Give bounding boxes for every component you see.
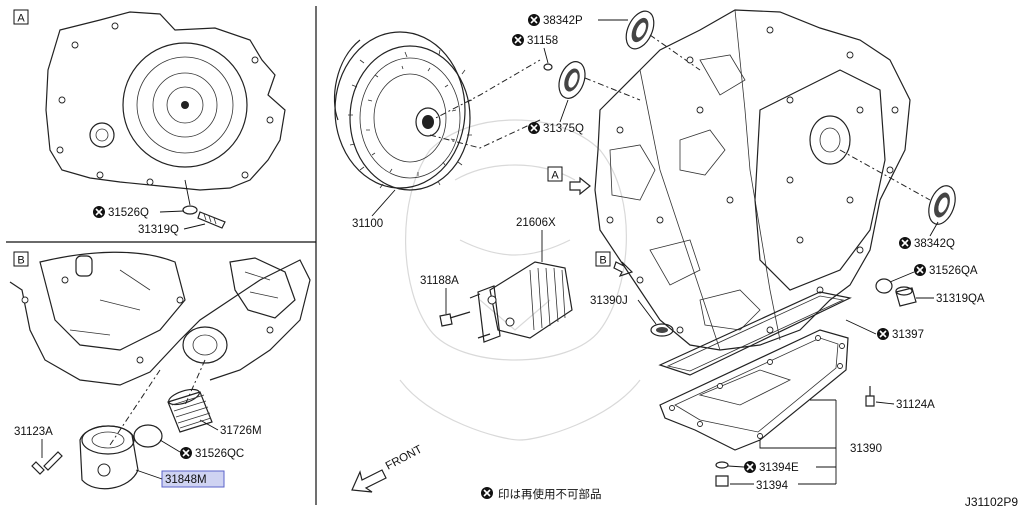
callout-31397: 31397 [845, 319, 924, 341]
legend: 印は再使用不可部品 [480, 486, 602, 501]
part-label-38342p: 38342P [543, 15, 583, 27]
callout-31100: 31100 [352, 189, 396, 230]
part-label-31319qa: 31319QA [936, 293, 985, 305]
section-b-box: B [13, 251, 29, 267]
part-label-31526q: 31526Q [108, 207, 149, 219]
pin-31158 [543, 63, 553, 71]
part-label-31394e: 31394E [759, 462, 799, 474]
watermark [399, 119, 641, 441]
transaxle-case [594, 9, 931, 351]
part-label-31397: 31397 [892, 329, 924, 341]
part-label-31158: 31158 [527, 35, 558, 47]
diagram-code: J31102P9 [965, 495, 1018, 509]
part-label-31123a: 31123A [14, 426, 53, 438]
callout-31124a: 31124A [875, 399, 935, 411]
callout-31188a: 31188A [420, 275, 459, 314]
legend-text: 印は再使用不可部品 [498, 487, 602, 501]
callout-31158: 31158 [511, 33, 558, 64]
oil-cooler-21606x [469, 261, 573, 343]
callout-31526q: 31526Q [92, 205, 185, 219]
bolt-31188a [439, 311, 471, 327]
callout-31375q: 31375Q [527, 99, 584, 135]
washer-31526qa [875, 278, 893, 294]
view-arrow-b: B [595, 251, 634, 278]
oil-filter-31726m [167, 388, 213, 433]
oil-seal-38342p [625, 10, 655, 50]
bolt-31124a [865, 386, 875, 407]
callout-31394: 31394 [730, 480, 836, 492]
callout-21606x: 21606X [516, 217, 556, 262]
part-label-31390: 31390 [850, 443, 882, 455]
section-a-box: A [13, 9, 29, 25]
view-arrow-a-letter: A [551, 170, 559, 182]
part-label-31319q: 31319Q [138, 224, 179, 236]
part-label-31390j: 31390J [590, 295, 628, 307]
oil-pan-31390 [659, 329, 849, 451]
transaxle-housing-side-view [9, 251, 311, 446]
section-a-letter: A [17, 13, 25, 25]
plug-31319qa [895, 286, 917, 307]
part-label-31124a: 31124A [896, 399, 935, 411]
torque-converter-31100 [333, 31, 473, 191]
view-arrow-a: A [547, 166, 591, 196]
callout-38342q: 38342Q [898, 221, 955, 250]
front-direction-arrow: FRONT [351, 443, 425, 493]
callout-31526qc: 31526QC [159, 439, 244, 460]
oil-seal-31375q [558, 61, 586, 99]
transaxle-housing-front-view [45, 11, 286, 229]
callout-31123a: 31123A [14, 426, 53, 458]
part-label-38342q: 38342Q [914, 238, 955, 250]
gasket-31397 [658, 291, 852, 376]
part-label-31375q: 31375Q [543, 123, 584, 135]
part-label-31100: 31100 [352, 218, 383, 230]
callout-31848m[interactable]: 31848M [135, 469, 225, 488]
callout-38342p: 38342P [527, 13, 628, 27]
drain-plug-31394 [715, 461, 729, 487]
callout-31390j: 31390J [590, 295, 657, 325]
section-b-letter: B [17, 255, 24, 267]
o-ring-31526qc [133, 424, 163, 448]
filter-cover-31848m [79, 425, 139, 490]
oil-seal-38342q [928, 185, 956, 225]
callout-31319qa: 31319QA [916, 293, 985, 305]
seal-31390j [650, 323, 674, 337]
bolt-31123a [31, 451, 63, 475]
part-label-31526qa: 31526QA [929, 265, 978, 277]
part-label-31188a: 31188A [420, 275, 459, 287]
callout-31319q: 31319Q [138, 223, 206, 236]
part-label-31726m: 31726M [220, 425, 262, 437]
callout-31526qa: 31526QA [889, 263, 978, 283]
callout-31390: 31390 [759, 399, 882, 484]
part-label-21606x: 21606X [516, 217, 556, 229]
callout-31394e: 31394E [727, 460, 836, 474]
part-label-31526qc: 31526QC [195, 448, 244, 460]
front-label: FRONT [384, 443, 425, 472]
view-arrow-b-letter: B [599, 255, 606, 267]
part-label-31848m[interactable]: 31848M [165, 474, 207, 486]
part-label-31394: 31394 [756, 480, 789, 492]
callout-31726m: 31726M [199, 419, 262, 437]
